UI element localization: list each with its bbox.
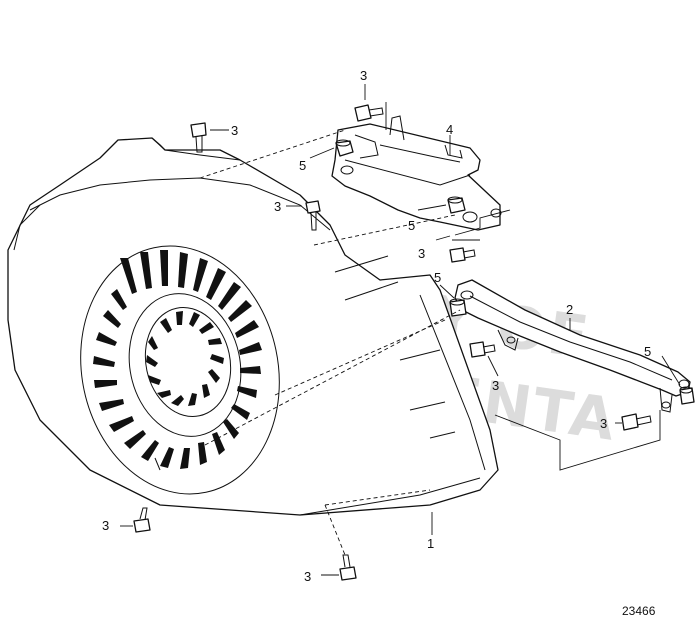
screw-parts-3 [133, 104, 652, 581]
callout-5-b: 5 [408, 218, 415, 233]
callout-3-lower-bracket: 3 [492, 378, 499, 393]
bracket-part-2 [454, 279, 691, 413]
callout-1: 1 [427, 536, 434, 551]
callout-2: 2 [566, 302, 573, 317]
figure-number: 23466 [622, 604, 656, 618]
alignment-lines [199, 129, 461, 556]
callout-5-a: 5 [299, 158, 306, 173]
callout-5-d: 5 [644, 344, 651, 359]
callout-labels: 3 3 4 5 3 5 3 5 2 5 3 3 1 3 3 3 [102, 68, 651, 584]
callout-3-flange-screw: 3 [418, 246, 425, 261]
leader-lines [120, 84, 681, 576]
cover-part-1 [7, 137, 499, 516]
callout-3-top-small: 3 [231, 123, 238, 138]
bracket-part-4 [331, 115, 502, 231]
callout-3-screw-left: 3 [274, 199, 281, 214]
callout-3-bottom: 3 [304, 569, 311, 584]
callout-3-top: 3 [360, 68, 367, 83]
callout-5-c: 5 [434, 270, 441, 285]
callout-3-bottom-left: 3 [102, 518, 109, 533]
callout-3-bracket-end: 3 [600, 416, 607, 431]
callout-4: 4 [446, 122, 453, 137]
bushing-parts-5 [335, 139, 695, 405]
fan-grille-slots [93, 250, 262, 469]
